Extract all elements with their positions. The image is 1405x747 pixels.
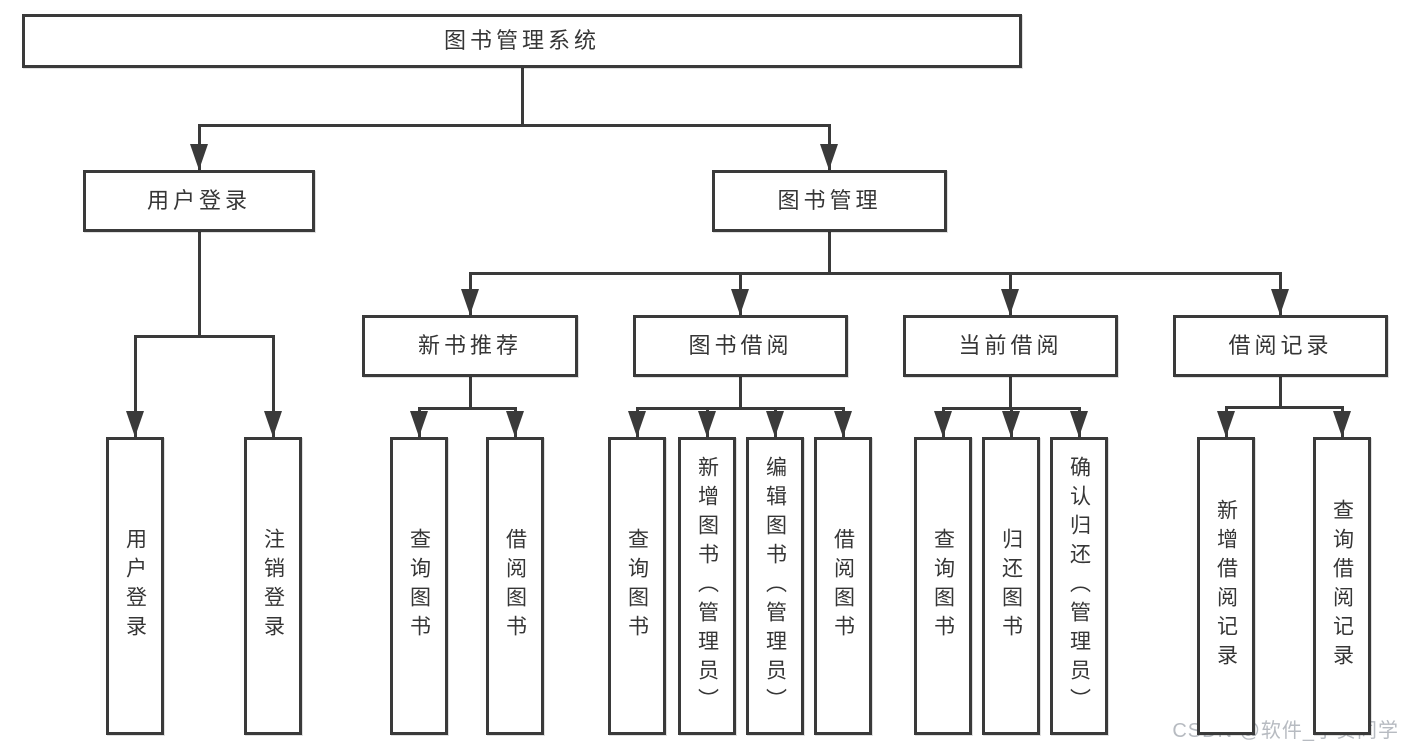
node-label-group-book-borrow: 图书借阅 <box>688 333 793 358</box>
node-leaf-return-book: 归还图书 <box>982 437 1040 735</box>
node-label-leaf-query-borrow-rec: 查询借阅记录 <box>1330 499 1354 673</box>
connector-stem-group-new-book-rec <box>468 377 472 410</box>
node-group-new-book-rec: 新书推荐 <box>362 315 578 377</box>
node-label-branch-user-login: 用户登录 <box>146 188 251 213</box>
connector-stem-group-book-borrow <box>738 377 742 410</box>
arrow-head-icon <box>1271 289 1289 315</box>
node-label-leaf-borrow-books-bor: 借阅图书 <box>831 528 855 644</box>
node-label-root: 图书管理系统 <box>443 28 600 53</box>
arrow-head-icon <box>820 144 838 170</box>
arrow-head-icon <box>1217 411 1235 437</box>
connector-rail-group-new-book-rec <box>417 407 517 410</box>
node-label-leaf-edit-book-admin: 编辑图书（管理员） <box>763 455 787 717</box>
node-label-group-borrow-records: 借阅记录 <box>1228 333 1333 358</box>
connector-rail-branch-book-mgmt <box>468 272 1282 275</box>
node-branch-user-login: 用户登录 <box>83 170 315 232</box>
connector-rail-branch-user-login <box>133 335 275 338</box>
arrow-head-icon <box>126 411 144 437</box>
arrow-head-icon <box>1333 411 1351 437</box>
connector-rail-group-borrow-records <box>1224 406 1344 409</box>
node-label-group-current-borrow: 当前借阅 <box>958 333 1063 358</box>
node-group-current-borrow: 当前借阅 <box>903 315 1118 377</box>
arrow-head-icon <box>461 289 479 315</box>
node-leaf-query-books-rec: 查询图书 <box>390 437 448 735</box>
node-label-leaf-query-books-borrow: 查询图书 <box>625 528 649 644</box>
connector-drop-leaf-logout <box>271 335 275 437</box>
connector-rail-root <box>197 124 831 127</box>
arrow-head-icon <box>1002 411 1020 437</box>
arrow-head-icon <box>834 411 852 437</box>
connector-stem-branch-user-login <box>197 232 201 338</box>
arrow-head-icon <box>628 411 646 437</box>
connector-stem-branch-book-mgmt <box>827 232 831 275</box>
arrow-head-icon <box>264 411 282 437</box>
node-leaf-query-books-borrow: 查询图书 <box>608 437 666 735</box>
node-leaf-logout: 注销登录 <box>244 437 302 735</box>
node-leaf-user-login: 用户登录 <box>106 437 164 735</box>
connector-rail-group-book-borrow <box>635 407 845 410</box>
arrow-head-icon <box>1001 289 1019 315</box>
connector-stem-root <box>520 68 524 127</box>
connector-stem-group-borrow-records <box>1278 377 1282 409</box>
node-leaf-query-books-cur: 查询图书 <box>914 437 972 735</box>
connector-stem-group-current-borrow <box>1008 377 1012 410</box>
arrow-head-icon <box>410 411 428 437</box>
node-root: 图书管理系统 <box>22 14 1022 68</box>
node-label-leaf-query-books-cur: 查询图书 <box>931 528 955 644</box>
node-branch-book-mgmt: 图书管理 <box>712 170 947 232</box>
arrow-head-icon <box>731 289 749 315</box>
node-leaf-add-borrow-rec: 新增借阅记录 <box>1197 437 1255 735</box>
arrow-head-icon <box>506 411 524 437</box>
node-label-leaf-borrow-books-rec: 借阅图书 <box>503 528 527 644</box>
node-label-leaf-query-books-rec: 查询图书 <box>407 528 431 644</box>
node-label-group-new-book-rec: 新书推荐 <box>417 333 522 358</box>
node-label-leaf-return-book: 归还图书 <box>999 528 1023 644</box>
connector-drop-leaf-user-login <box>133 335 137 437</box>
node-leaf-borrow-books-bor: 借阅图书 <box>814 437 872 735</box>
node-leaf-query-borrow-rec: 查询借阅记录 <box>1313 437 1371 735</box>
arrow-head-icon <box>766 411 784 437</box>
node-label-leaf-confirm-return: 确认归还（管理员） <box>1067 455 1091 717</box>
arrow-head-icon <box>698 411 716 437</box>
node-label-leaf-logout: 注销登录 <box>261 528 285 644</box>
node-label-branch-book-mgmt: 图书管理 <box>777 188 882 213</box>
arrow-head-icon <box>1070 411 1088 437</box>
node-label-leaf-add-book-admin: 新增图书（管理员） <box>695 455 719 717</box>
node-group-borrow-records: 借阅记录 <box>1173 315 1388 377</box>
node-leaf-add-book-admin: 新增图书（管理员） <box>678 437 736 735</box>
node-group-book-borrow: 图书借阅 <box>633 315 848 377</box>
node-label-leaf-add-borrow-rec: 新增借阅记录 <box>1214 499 1238 673</box>
node-leaf-edit-book-admin: 编辑图书（管理员） <box>746 437 804 735</box>
arrow-head-icon <box>934 411 952 437</box>
arrow-head-icon <box>190 144 208 170</box>
node-label-leaf-user-login: 用户登录 <box>123 528 147 644</box>
node-leaf-confirm-return: 确认归还（管理员） <box>1050 437 1108 735</box>
node-leaf-borrow-books-rec: 借阅图书 <box>486 437 544 735</box>
